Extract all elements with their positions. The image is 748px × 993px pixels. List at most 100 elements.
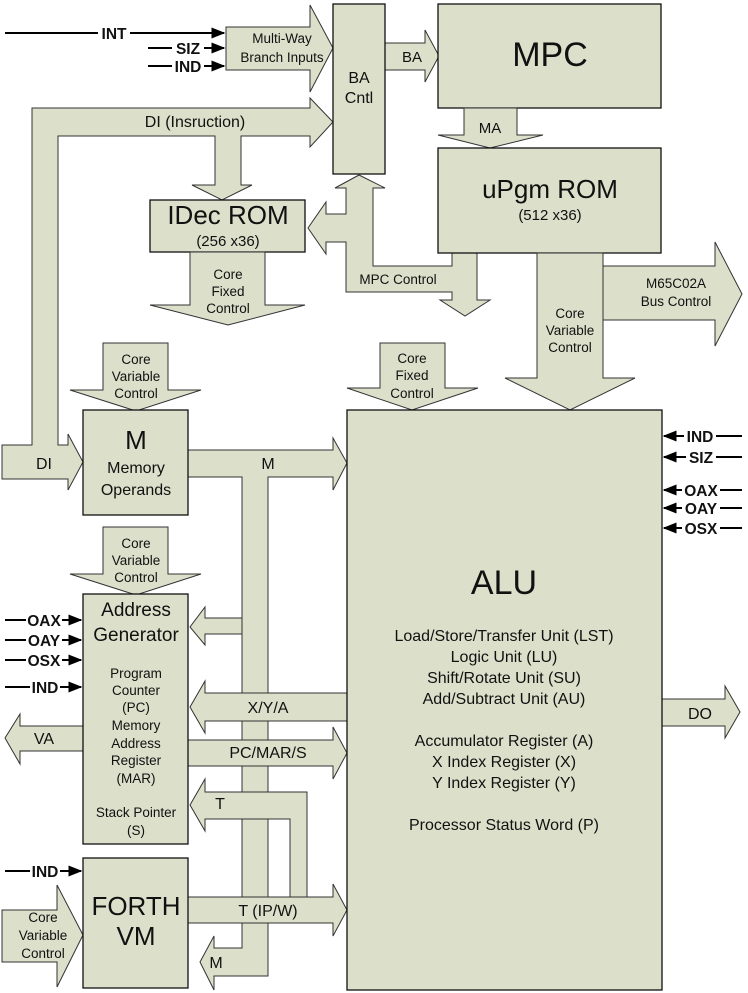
ba-arrow <box>384 29 440 83</box>
ag-detail: (MAR) <box>117 771 156 786</box>
forth-cvc-2: Variable <box>19 928 68 943</box>
alu-register: Accumulator Register (A) <box>415 733 594 750</box>
m-core-variable-arrow <box>69 342 202 412</box>
idec-rom-size: (256 x36) <box>196 233 259 250</box>
ag-title-2: Generator <box>93 625 179 646</box>
xya-label: X/Y/A <box>248 700 289 717</box>
di-instruction-arrow <box>1 96 334 491</box>
signal-int: INT <box>102 26 128 43</box>
signal-ind: IND <box>175 59 202 76</box>
idec-rom-title: IDec ROM <box>167 200 288 230</box>
ag-detail: Program <box>110 666 162 681</box>
signal-osx: OSX <box>685 521 718 538</box>
ba-cntl-label-2: Cntl <box>345 90 373 107</box>
ag-title-1: Address <box>101 600 171 621</box>
t-label: T <box>215 796 225 813</box>
ag-detail: Register <box>111 753 162 768</box>
signal-ind: IND <box>32 864 59 881</box>
alu-units: Load/Store/Transfer Unit (LST) Logic Uni… <box>394 628 613 708</box>
alu-title: ALU <box>471 564 537 602</box>
ag-cvc-1: Core <box>121 536 150 551</box>
idec-cfc-3: Control <box>206 301 250 316</box>
upgm-rom-size: (512 x36) <box>518 207 581 224</box>
forth-signal-inputs: IND <box>5 864 83 881</box>
ma-arrow <box>437 107 544 149</box>
va-label: VA <box>34 731 54 748</box>
signal-oay: OAY <box>685 501 718 518</box>
signal-ind: IND <box>32 680 59 697</box>
upgm-rom-title: uPgm ROM <box>482 174 618 204</box>
ag-detail: Stack Pointer <box>96 805 177 820</box>
idec-core-fixed-arrow <box>149 251 306 326</box>
alu-unit: Logic Unit (LU) <box>451 649 558 666</box>
bus-control-label-1: M65C02A <box>646 276 706 291</box>
alu-signal-inputs: IND SIZ OAX OAY OSX <box>662 429 742 538</box>
idec-rom-block <box>149 199 306 253</box>
forth-vm-title-1: FORTH <box>91 891 180 921</box>
alu-unit: Load/Store/Transfer Unit (LST) <box>394 628 613 645</box>
alu-cfc-1: Core <box>397 351 426 366</box>
ag-detail: (S) <box>127 823 145 838</box>
ag-detail: Address <box>111 736 161 751</box>
ba-label: BA <box>402 49 422 66</box>
m-back-label: M <box>209 955 222 972</box>
mpc-control-arrow <box>307 174 492 317</box>
ma-label: MA <box>479 120 502 137</box>
alu-register: Y Index Register (Y) <box>432 775 576 792</box>
alu-unit: Add/Subtract Unit (AU) <box>423 691 586 708</box>
do-arrow <box>661 684 741 740</box>
multiway-label-1: Multi-Way <box>252 31 312 46</box>
address-generator-block <box>82 593 189 845</box>
mpc-block <box>437 3 662 109</box>
signal-siz: SIZ <box>689 450 714 467</box>
m-block-line2: Operands <box>101 482 171 499</box>
forth-cvc-1: Core <box>28 910 57 925</box>
ag-signal-inputs: OAX OAY OSX IND <box>5 613 83 697</box>
pc-mar-s-arrow <box>187 726 348 780</box>
upgm-cvc-1: Core <box>555 306 584 321</box>
ag-cvc-3: Control <box>114 570 158 585</box>
ba-cntl-block <box>332 3 386 175</box>
alu-register: X Index Register (X) <box>432 754 576 771</box>
m-block <box>82 409 189 516</box>
ag-detail: Memory <box>112 718 161 733</box>
ag-cvc-2: Variable <box>112 553 161 568</box>
m-to-ag-arrow <box>189 605 243 647</box>
t-ipw-arrow <box>187 883 348 937</box>
va-arrow <box>4 712 84 766</box>
xya-arrow <box>189 679 348 735</box>
t-ipw-label: T (IP/W) <box>238 903 297 920</box>
signal-oax: OAX <box>27 613 61 630</box>
alu-cfc-2: Fixed <box>395 368 428 383</box>
mpc-control-label: MPC Control <box>359 272 436 287</box>
forth-vm-block <box>82 857 189 989</box>
do-label: DO <box>688 706 712 723</box>
m-cvc-3: Control <box>114 386 158 401</box>
pc-mar-s-label: PC/MAR/S <box>229 745 306 762</box>
upgm-cvc-3: Control <box>548 340 592 355</box>
m-block-line1: Memory <box>107 460 165 477</box>
alu-unit: Shift/Rotate Unit (SU) <box>427 670 581 687</box>
alu-status: Processor Status Word (P) <box>409 817 599 834</box>
multiway-label-2: Branch Inputs <box>240 50 324 65</box>
forth-cvc-3: Control <box>21 946 65 961</box>
upgm-cvc-2: Variable <box>546 323 595 338</box>
alu-registers: Accumulator Register (A) X Index Registe… <box>415 733 594 792</box>
idec-cfc-2: Fixed <box>211 284 244 299</box>
ag-core-variable-arrow <box>69 526 202 596</box>
signal-siz: SIZ <box>176 41 201 58</box>
signal-oax: OAX <box>684 483 718 500</box>
bus-control-label-2: Bus Control <box>641 294 712 309</box>
upgm-core-variable-arrow <box>504 252 636 411</box>
alu-cfc-3: Control <box>390 386 434 401</box>
upgm-rom-block <box>437 147 662 254</box>
signal-oay: OAY <box>28 633 61 650</box>
idec-cfc-1: Core <box>213 267 242 282</box>
ag-details: Program Counter (PC) Memory Address Regi… <box>96 666 177 838</box>
alu-block <box>346 409 663 991</box>
mpc-title: MPC <box>512 36 588 74</box>
signal-osx: OSX <box>28 653 61 670</box>
ag-detail: Counter <box>112 683 161 698</box>
ag-detail: (PC) <box>122 700 150 715</box>
